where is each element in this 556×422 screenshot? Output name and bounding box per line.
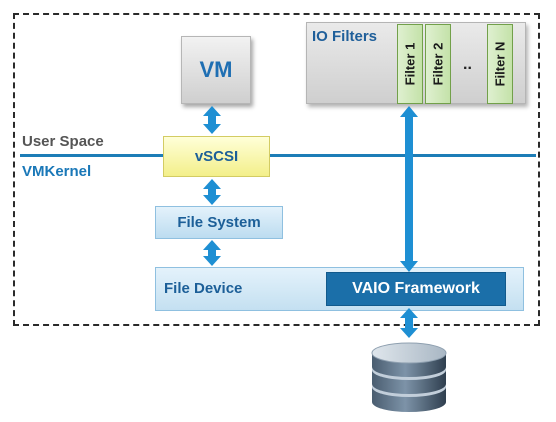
arrow-filesystem-filedevice [203, 240, 221, 266]
vaio-framework-label: VAIO Framework [352, 280, 480, 297]
host-boundary [13, 13, 540, 326]
file-system-label: File System [177, 214, 261, 231]
filter-1: Filter 1 [397, 24, 423, 104]
io-filters-title: IO Filters [312, 28, 378, 45]
vscsi-box: vSCSI [163, 136, 270, 177]
user-kernel-separator [20, 154, 536, 157]
vm-label: VM [199, 57, 233, 82]
filter-ellipsis: .. [463, 56, 472, 73]
vmkernel-label: VMKernel [22, 163, 92, 180]
file-system-box: File System [155, 206, 283, 239]
user-space-label: User Space [22, 133, 104, 150]
vm-box: VM [181, 36, 251, 104]
arrow-vaio-storage [400, 308, 418, 338]
filter-n: Filter N [487, 24, 513, 104]
vscsi-label: vSCSI [194, 148, 239, 165]
vaio-framework-box: VAIO Framework [326, 272, 506, 306]
arrow-vm-vscsi [203, 106, 221, 134]
file-device-label: File Device [164, 280, 243, 297]
arrow-filters-vaio [400, 106, 418, 272]
filter-2: Filter 2 [425, 24, 451, 104]
database-icon [371, 342, 447, 412]
arrow-vscsi-filesystem [203, 179, 221, 205]
